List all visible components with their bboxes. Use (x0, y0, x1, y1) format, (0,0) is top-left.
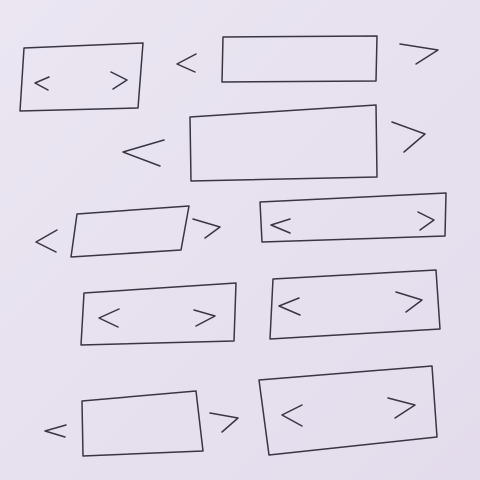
carousel-9-left-arrow-icon (281, 404, 303, 427)
carousel-4-frame (70, 205, 190, 258)
carousel-9-frame (258, 365, 438, 456)
carousel-6-right-arrow-icon (193, 309, 216, 327)
carousel-7-right-arrow-icon (395, 291, 423, 313)
carousel-5 (259, 192, 447, 243)
carousel-3-right-arrow-icon (391, 121, 426, 153)
carousel-2 (176, 35, 439, 83)
carousel-8-right-arrow-icon (209, 412, 239, 433)
carousel-1-left-arrow-icon (34, 76, 50, 91)
carousel-6 (80, 282, 237, 346)
carousel-2-left-arrow-icon (176, 53, 197, 73)
carousel-5-right-arrow-icon (417, 211, 435, 231)
carousel-9-right-arrow-icon (387, 397, 416, 419)
carousel-6-left-arrow-icon (98, 308, 120, 328)
carousel-8 (44, 390, 239, 457)
carousel-1-right-arrow-icon (110, 71, 128, 90)
carousel-2-right-arrow-icon (399, 43, 439, 65)
carousel-7-left-arrow-icon (278, 297, 301, 316)
carousel-3 (122, 104, 426, 182)
carousel-1-frame (19, 42, 144, 112)
carousel-7 (269, 269, 441, 340)
carousel-7-frame (269, 269, 441, 340)
carousel-8-left-arrow-icon (44, 424, 67, 438)
carousel-4 (35, 205, 221, 258)
carousel-5-frame (259, 192, 447, 243)
carousel-4-left-arrow-icon (35, 229, 58, 253)
carousel-3-frame (189, 104, 378, 182)
carousel-6-frame (80, 282, 237, 346)
carousel-5-left-arrow-icon (270, 218, 291, 234)
carousel-4-right-arrow-icon (192, 218, 221, 239)
carousel-8-frame (81, 390, 204, 457)
carousel-1 (19, 42, 144, 112)
carousel-3-left-arrow-icon (122, 139, 165, 167)
carousel-2-frame (221, 35, 378, 83)
carousel-9 (258, 365, 438, 456)
